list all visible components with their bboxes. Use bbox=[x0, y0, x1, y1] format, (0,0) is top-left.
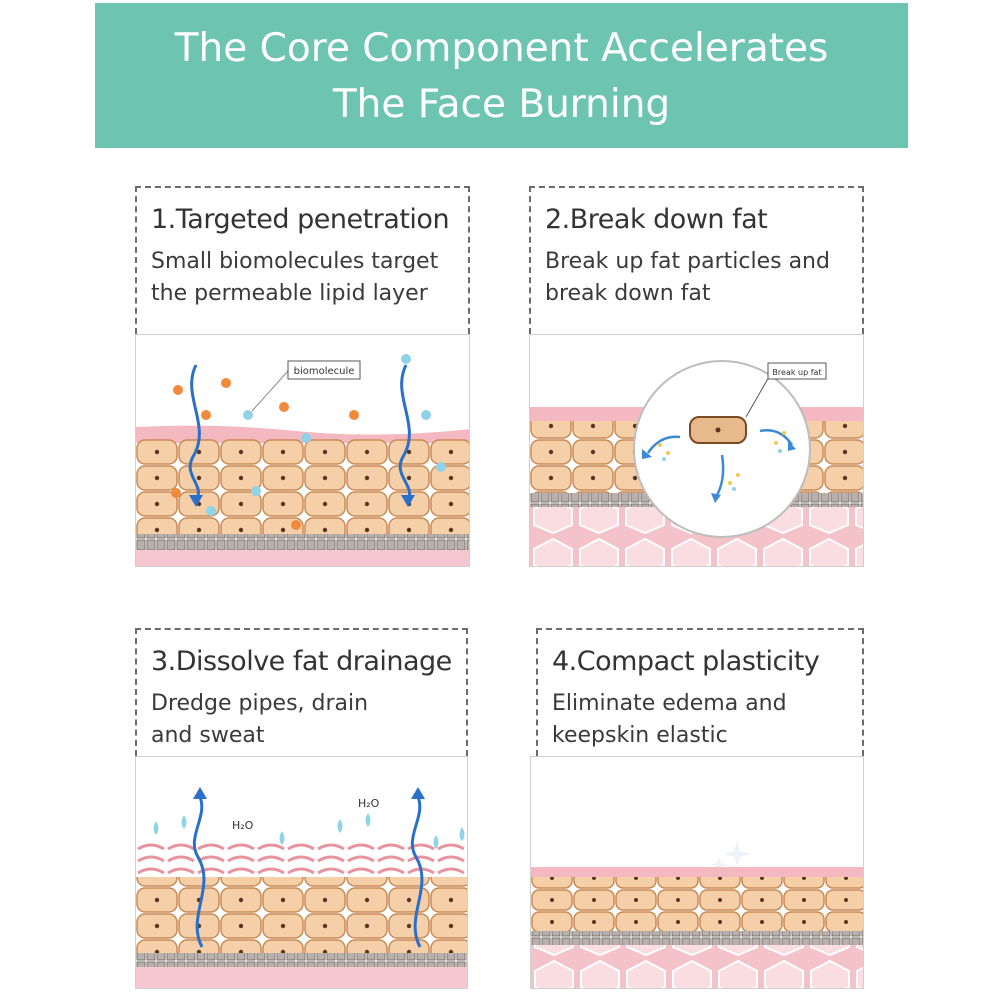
panel-3-label-left: H₂O bbox=[232, 819, 254, 832]
panel-4-illustration bbox=[530, 756, 864, 989]
panel-4-description: Eliminate edema and keepskin elastic bbox=[552, 691, 787, 748]
panel-1-title: 1.Targeted penetration bbox=[151, 204, 450, 235]
panel-3-caption: 3.Dissolve fat drainage Dredge pipes, dr… bbox=[135, 628, 468, 756]
panel-2-description: Break up fat particles and break down fa… bbox=[545, 249, 830, 306]
panel-1-description: Small biomolecules target the permeable … bbox=[151, 249, 439, 306]
header-title-line2: The Face Burning bbox=[332, 82, 671, 127]
panel-2-caption: 2.Break down fat Break up fat particles … bbox=[529, 186, 864, 334]
panel-1-illustration: biomolecule bbox=[135, 334, 470, 567]
panel-3-illustration: H₂O H₂O bbox=[135, 756, 468, 989]
panel-3-description: Dredge pipes, drain and sweat bbox=[151, 691, 369, 748]
panel-2-label: Break up fat bbox=[772, 368, 821, 377]
panel-2-illustration: Break up fat bbox=[529, 334, 864, 567]
panel-3-title: 3.Dissolve fat drainage bbox=[151, 646, 452, 677]
header-banner: The Core Component Accelerates The Face … bbox=[95, 3, 908, 148]
panel-1-label: biomolecule bbox=[294, 366, 355, 377]
header-title-line1: The Core Component Accelerates bbox=[174, 26, 829, 71]
panel-2-title: 2.Break down fat bbox=[545, 204, 768, 235]
panel-1-caption: 1.Targeted penetration Small biomolecule… bbox=[135, 186, 470, 334]
panel-4-caption: 4.Compact plasticity Eliminate edema and… bbox=[536, 628, 864, 756]
panel-4-title: 4.Compact plasticity bbox=[552, 646, 820, 677]
panel-3-label-right: H₂O bbox=[358, 797, 380, 810]
